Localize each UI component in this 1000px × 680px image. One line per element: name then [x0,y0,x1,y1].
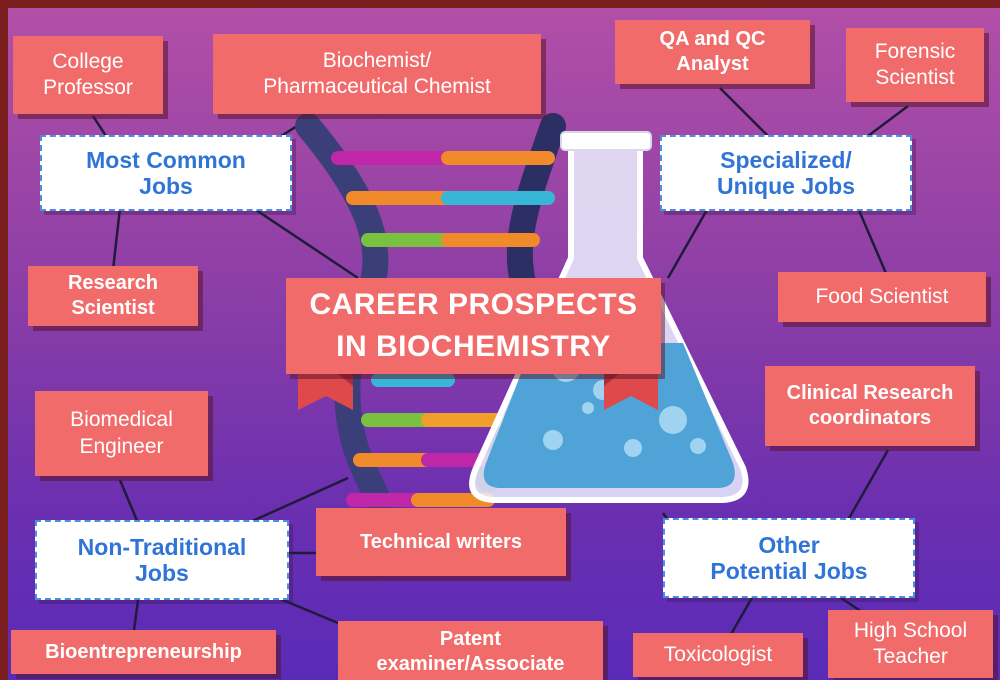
category-line-1: Most Common [86,146,246,173]
job-line-1: Biochemist/ [322,48,432,72]
job-line-1: Research [67,272,159,294]
title-line-2: IN BIOCHEMISTRY [336,330,611,363]
job-toxicologist: Toxicologist [633,633,803,677]
job-label: Food Scientist [815,284,949,308]
job-line-1: Biomedical [70,408,173,432]
job-patent-examiner: Patent examiner/Associate [338,621,603,680]
job-biochemist: Biochemist/Pharmaceutical Chemist [213,34,541,114]
job-label: Technical writers [360,530,522,553]
job-clinical-research-coordinators: Clinical Research coordinators [765,366,975,446]
category-line-1: Specialized/ [720,146,852,173]
job-line-1: College [52,49,124,73]
job-technical-writers: Technical writers [316,508,566,576]
category-line-1: Non-Traditional [77,533,247,560]
job-line-2: Pharmaceutical Chemist [263,75,491,98]
job-line-1: Clinical Research [786,382,954,404]
main-title-banner: CAREER PROSPECTS IN BIOCHEMISTRY [286,278,661,374]
job-line-2: Professor [43,76,133,99]
job-label: Bioentrepreneurship [45,640,242,663]
infographic-canvas: CAREER PROSPECTS IN BIOCHEMISTRY Most Co… [8,8,1000,680]
job-line-2: Teacher [873,645,948,668]
job-bioentrepreneurship: Bioentrepreneurship [11,630,276,674]
job-line-2: examiner/Associate [376,653,565,675]
job-line-2: Scientist [875,66,955,89]
job-line-1: Patent [439,628,502,650]
job-qa-qc-analyst: QA and QC Analyst [615,20,810,84]
category-line-2: Jobs [135,560,189,586]
job-food-scientist: Food Scientist [778,272,986,322]
job-line-2: Analyst [676,53,749,75]
job-line-1: Forensic [874,39,956,63]
job-label: Toxicologist [663,642,773,666]
category-line-2: Jobs [139,173,193,199]
job-line-1: High School [853,618,968,642]
category-line-2: Unique Jobs [716,173,855,199]
job-line-1: QA and QC [659,28,766,50]
title-line-1: CAREER PROSPECTS [309,288,638,321]
category-line-1: Other [758,531,820,558]
job-line-2: Scientist [71,297,155,319]
job-line-2: coordinators [808,407,932,429]
job-line-2: Engineer [79,434,164,458]
title-ribbon-tails [298,368,658,410]
category-specialized-jobs: Specialized/Unique Jobs [660,135,912,211]
category-line-2: Potential Jobs [710,558,868,584]
